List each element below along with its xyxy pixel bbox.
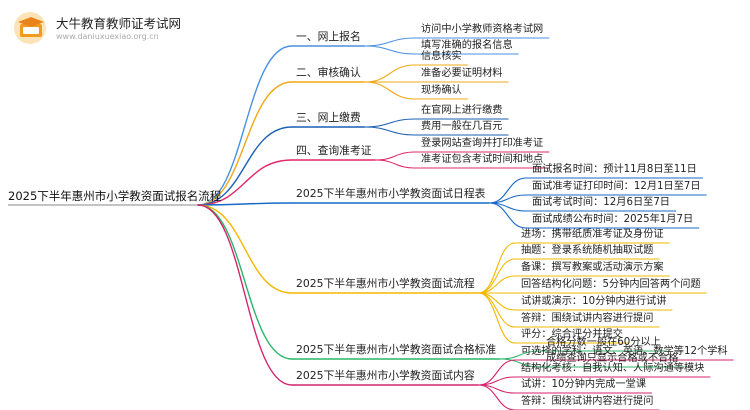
leaf-topic-4-1[interactable]: 登录网站查询并打印准考证 xyxy=(421,137,544,149)
leaf-topic-6-4[interactable]: 回答结构化问题：5分钟内回答两个问题 xyxy=(521,278,701,290)
branch-6-to-leaf-5 xyxy=(478,292,516,311)
leaf-topic-1-1[interactable]: 访问中小学教师资格考试网 xyxy=(421,23,544,35)
branch-6-to-leaf-3 xyxy=(478,275,516,294)
leaf-topic-1-2[interactable]: 填写准确的报名信息 xyxy=(421,39,513,51)
branch-topic-6[interactable]: 2025下半年惠州市小学教资面试流程 xyxy=(296,277,475,291)
leaf-topic-6-5[interactable]: 试讲或演示：10分钟内进行试讲 xyxy=(521,295,667,307)
branch-6-to-leaf-7 xyxy=(478,292,516,344)
root-to-branch-7 xyxy=(197,204,293,360)
leaf-topic-7-2[interactable]: 成绩查询只显示合格或不合格 xyxy=(546,352,679,364)
root-to-branch-5 xyxy=(197,202,293,206)
branch-topic-1[interactable]: 一、网上报名 xyxy=(296,30,361,44)
root-to-branch-6 xyxy=(197,204,293,294)
branch-1-to-leaf-2 xyxy=(364,45,416,55)
leaf-topic-6-3[interactable]: 备课：撰写教案或活动演示方案 xyxy=(521,261,664,273)
branch-6-to-leaf-6 xyxy=(478,292,516,328)
branch-2-to-leaf-1 xyxy=(364,64,416,83)
leaf-topic-3-2[interactable]: 费用一般在几百元 xyxy=(421,120,503,132)
branch-2-to-leaf-3 xyxy=(364,81,416,100)
branch-6-to-leaf-2 xyxy=(478,258,516,294)
leaf-topic-5-2[interactable]: 面试准考证打印时间：12月1日至7日 xyxy=(532,180,701,192)
leaf-topic-2-1[interactable]: 信息核实 xyxy=(421,50,462,62)
branch-7-to-leaf-2 xyxy=(499,358,541,368)
branch-8-to-leaf-4 xyxy=(478,384,516,410)
branch-topic-3[interactable]: 三、网上缴费 xyxy=(296,111,361,125)
branch-1-to-leaf-1 xyxy=(364,37,416,47)
root-topic[interactable]: 2025下半年惠州市小学教资面试报名流程 xyxy=(8,188,222,203)
branch-3-to-leaf-2 xyxy=(364,126,416,136)
leaf-topic-5-3[interactable]: 面试考试时间：12月6日至7日 xyxy=(532,196,670,208)
root-to-branch-8 xyxy=(197,204,293,386)
branch-topic-5[interactable]: 2025下半年惠州市小学教资面试日程表 xyxy=(296,187,486,201)
leaf-topic-7-1[interactable]: 合格分数一般在60分以上 xyxy=(546,336,661,348)
leaf-topic-2-3[interactable]: 现场确认 xyxy=(421,84,462,96)
leaf-topic-4-2[interactable]: 准考证包含考试时间和地点 xyxy=(421,153,544,165)
logo-subtitle: www.daniuxuexiao.org.cn xyxy=(56,32,159,41)
branch-3-to-leaf-1 xyxy=(364,118,416,128)
leaf-topic-8-4[interactable]: 答辩：围绕试讲内容进行提问 xyxy=(521,395,654,407)
root-to-branch-4 xyxy=(197,159,293,206)
leaf-topic-5-1[interactable]: 面试报名时间：预计11月8日至11日 xyxy=(532,163,697,175)
branch-6-to-leaf-1 xyxy=(478,242,516,294)
leaf-topic-8-2[interactable]: 结构化考核：自我认知、人际沟通等模块 xyxy=(521,362,705,374)
site-logo[interactable]: 大牛教育教师证考试网 www.daniuxuexiao.org.cn xyxy=(6,6,216,46)
leaf-topic-6-2[interactable]: 抽题：登录系统随机抽取试题 xyxy=(521,244,654,256)
branch-topic-7[interactable]: 2025下半年惠州市小学教资面试合格标准 xyxy=(296,343,497,357)
leaf-topic-6-6[interactable]: 答辩：围绕试讲内容进行提问 xyxy=(521,312,654,324)
leaf-topic-6-1[interactable]: 进场：携带纸质准考证及身份证 xyxy=(521,228,664,240)
branch-4-to-leaf-1 xyxy=(375,151,416,161)
mind-map-edges xyxy=(8,37,734,410)
branch-topic-8[interactable]: 2025下半年惠州市小学教资面试内容 xyxy=(296,369,475,383)
leaf-topic-8-1[interactable]: 可选择的学科：语文、英语、数学等12个学科 xyxy=(521,345,728,357)
root-to-branch-3 xyxy=(197,126,293,206)
root-to-branch-2 xyxy=(197,81,293,206)
branch-4-to-leaf-2 xyxy=(375,159,416,169)
branch-topic-4[interactable]: 四、查询准考证 xyxy=(296,144,372,158)
branch-5-to-leaf-4 xyxy=(488,202,527,229)
logo-title: 大牛教育教师证考试网 xyxy=(56,16,182,31)
leaf-topic-6-7[interactable]: 评分：综合评分并提交 xyxy=(521,328,623,340)
graduation-cap-icon xyxy=(14,12,46,44)
branch-topic-2[interactable]: 二、审核确认 xyxy=(296,66,361,80)
leaf-topic-3-1[interactable]: 在官网上进行缴费 xyxy=(421,104,503,116)
leaf-topic-2-2[interactable]: 准备必要证明材料 xyxy=(421,67,503,79)
leaf-topic-8-3[interactable]: 试讲：10分钟内完成一堂课 xyxy=(521,378,647,390)
leaf-topic-5-4[interactable]: 面试成绩公布时间：2025年1月7日 xyxy=(532,213,694,225)
root-to-branch-1 xyxy=(197,45,293,206)
